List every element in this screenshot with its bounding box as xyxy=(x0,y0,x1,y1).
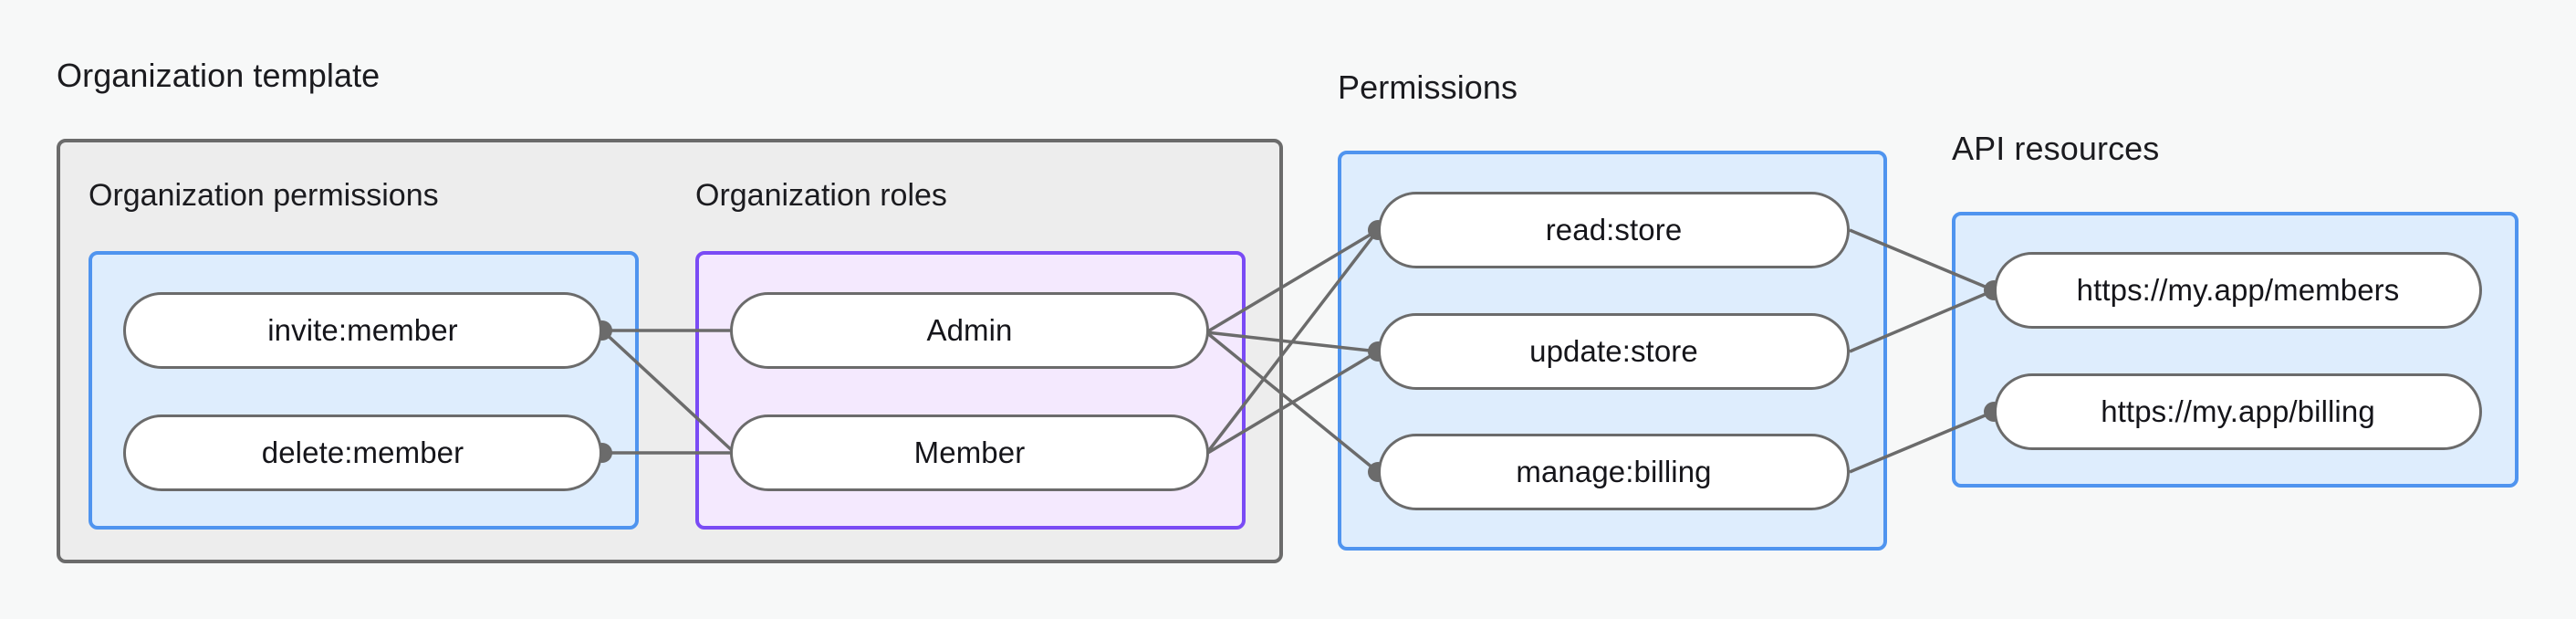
node-admin[interactable]: Admin xyxy=(730,292,1209,369)
permissions-title: Permissions xyxy=(1338,68,1518,106)
node-manage-billing[interactable]: manage:billing xyxy=(1378,434,1850,510)
node-read-store[interactable]: read:store xyxy=(1378,192,1850,268)
node-member[interactable]: Member xyxy=(730,414,1209,491)
node-delete-member[interactable]: delete:member xyxy=(123,414,602,491)
node-update-store[interactable]: update:store xyxy=(1378,313,1850,390)
organization-permissions-title: Organization permissions xyxy=(89,178,439,213)
node-billing-url[interactable]: https://my.app/billing xyxy=(1994,373,2482,450)
node-members-url[interactable]: https://my.app/members xyxy=(1994,252,2482,329)
node-invite-member[interactable]: invite:member xyxy=(123,292,602,369)
api-resources-title: API resources xyxy=(1952,130,2160,167)
organization-template-title: Organization template xyxy=(57,57,381,94)
organization-roles-title: Organization roles xyxy=(695,178,947,213)
